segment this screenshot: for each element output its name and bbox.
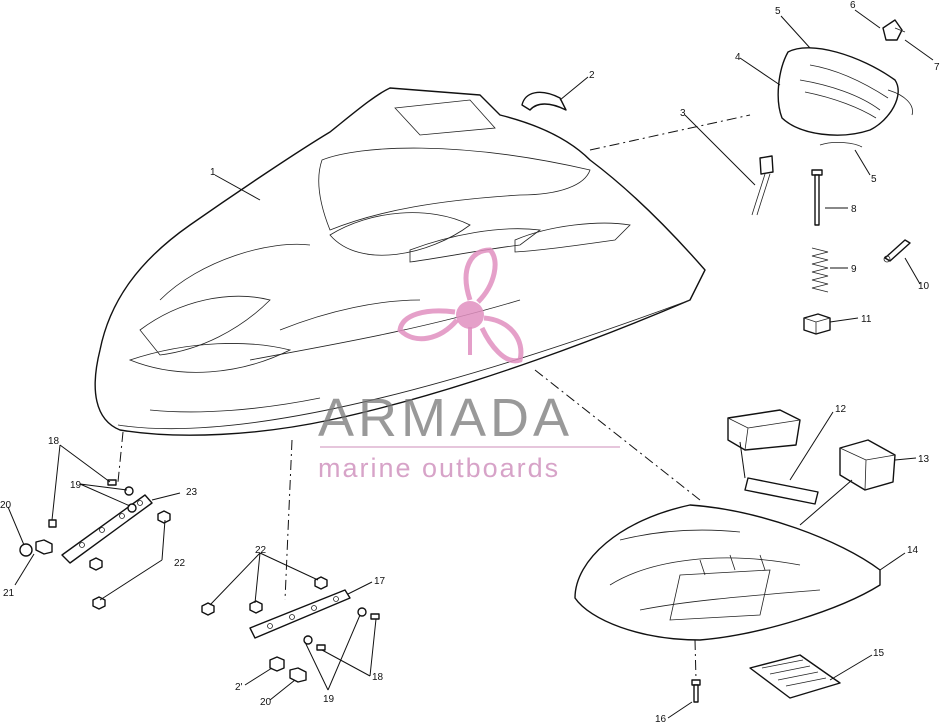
callout-3: 3 [680, 108, 686, 119]
callout-10: 10 [918, 281, 930, 292]
vent-assembly [777, 19, 913, 136]
callout-11: 11 [861, 314, 872, 325]
assembly-lines [117, 114, 853, 681]
hood-part-1 [94, 87, 706, 436]
watermark-brand: ARMADA [318, 388, 573, 448]
callout-5-top: 5 [775, 6, 781, 17]
hose-part-2 [521, 91, 567, 111]
leader-lines [7, 9, 934, 719]
vent-knob-part-6 [882, 19, 903, 41]
bracket-part-17 [249, 589, 351, 639]
callout-1: 1 [210, 167, 216, 178]
callout-22-left: 22 [174, 558, 186, 569]
callout-20-left: 20 [0, 500, 12, 511]
spring-part-9 [811, 247, 829, 293]
foam-block-part-13 [839, 439, 896, 491]
callout-6: 6 [850, 0, 856, 11]
callout-17: 17 [374, 576, 386, 587]
gasket-part-5 [819, 141, 863, 148]
callout-12: 12 [835, 404, 847, 415]
callout-16: 16 [655, 714, 667, 725]
callout-2prime: 2' [235, 682, 243, 693]
callout-22-right: 22 [255, 545, 267, 556]
callout-5-bottom: 5 [871, 174, 877, 185]
callout-18-right: 18 [372, 672, 384, 683]
callout-4: 4 [735, 52, 741, 63]
callout-8: 8 [851, 204, 857, 215]
callout-2: 2 [589, 70, 595, 81]
tray-part-14 [574, 504, 881, 641]
callout-9: 9 [851, 264, 857, 275]
mesh-part-15 [749, 654, 841, 699]
strap-part-10 [883, 239, 911, 263]
bolt-part-16 [691, 679, 701, 703]
callout-15: 15 [873, 648, 885, 659]
watermark-tagline: marine outboards [318, 453, 560, 483]
callout-14: 14 [907, 545, 919, 556]
callout-23: 23 [186, 487, 198, 498]
armada-logo [397, 247, 524, 364]
pin-part-8 [811, 169, 823, 226]
fasteners [19, 479, 380, 683]
callout-19-left: 19 [70, 480, 82, 491]
callout-19-right: 19 [323, 694, 335, 705]
bracket-part-23 [61, 494, 153, 564]
cable-part-3 [751, 155, 774, 216]
foam-block-part-12 [727, 409, 819, 505]
callout-20-right: 20 [260, 697, 272, 708]
callout-13: 13 [918, 454, 930, 465]
callout-7: 7 [934, 62, 940, 73]
callout-21: 21 [3, 588, 15, 599]
callout-18-left: 18 [48, 436, 60, 447]
knob-part-11 [803, 313, 831, 335]
